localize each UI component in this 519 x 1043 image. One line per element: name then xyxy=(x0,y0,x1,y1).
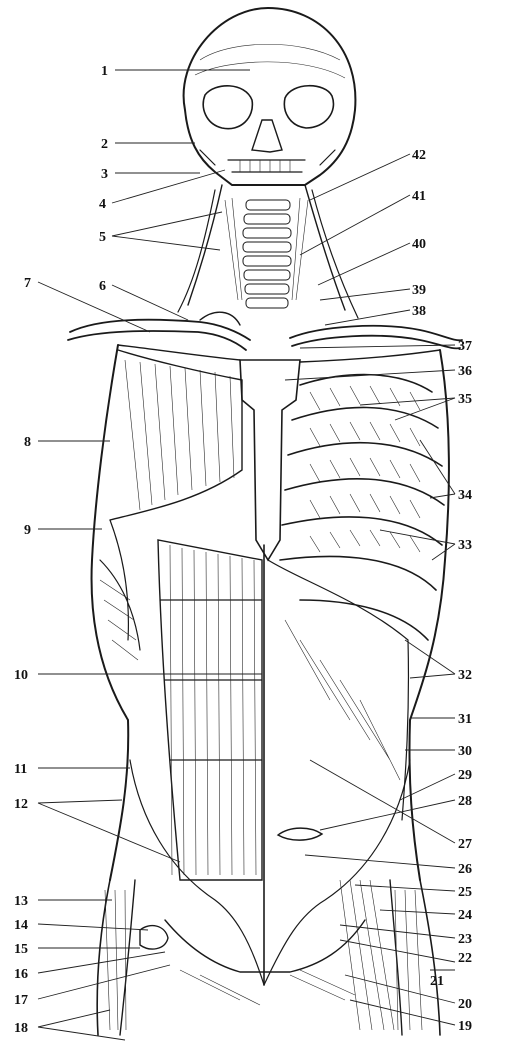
label-21: 21 xyxy=(430,974,444,989)
label-18: 18 xyxy=(14,1021,28,1036)
label-5: 5 xyxy=(99,230,106,245)
label-11: 11 xyxy=(14,762,27,777)
label-37: 37 xyxy=(458,339,472,354)
label-38: 38 xyxy=(412,304,426,319)
label-16: 16 xyxy=(14,967,28,982)
label-3: 3 xyxy=(101,167,108,182)
label-14: 14 xyxy=(14,918,28,933)
label-39: 39 xyxy=(412,283,426,298)
label-19: 19 xyxy=(458,1019,472,1034)
label-7: 7 xyxy=(24,276,31,291)
label-25: 25 xyxy=(458,885,472,900)
label-41: 41 xyxy=(412,189,426,204)
label-6: 6 xyxy=(99,279,106,294)
label-32: 32 xyxy=(458,668,472,683)
label-9: 9 xyxy=(24,523,31,538)
label-36: 36 xyxy=(458,364,472,379)
label-10: 10 xyxy=(14,668,28,683)
label-13: 13 xyxy=(14,894,28,909)
label-12: 12 xyxy=(14,797,28,812)
label-4: 4 xyxy=(99,197,106,212)
label-26: 26 xyxy=(458,862,472,877)
label-34: 34 xyxy=(458,488,472,503)
label-28: 28 xyxy=(458,794,472,809)
label-1: 1 xyxy=(101,64,108,79)
label-23: 23 xyxy=(458,932,472,947)
label-22: 22 xyxy=(458,951,472,966)
label-2: 2 xyxy=(101,137,108,152)
label-20: 20 xyxy=(458,997,472,1012)
label-30: 30 xyxy=(458,744,472,759)
label-35: 35 xyxy=(458,392,472,407)
label-33: 33 xyxy=(458,538,472,553)
label-29: 29 xyxy=(458,768,472,783)
label-27: 27 xyxy=(458,837,472,852)
label-8: 8 xyxy=(24,435,31,450)
label-42: 42 xyxy=(412,148,426,163)
label-17: 17 xyxy=(14,993,28,1008)
label-31: 31 xyxy=(458,712,472,727)
label-15: 15 xyxy=(14,942,28,957)
label-24: 24 xyxy=(458,908,472,923)
label-40: 40 xyxy=(412,237,426,252)
